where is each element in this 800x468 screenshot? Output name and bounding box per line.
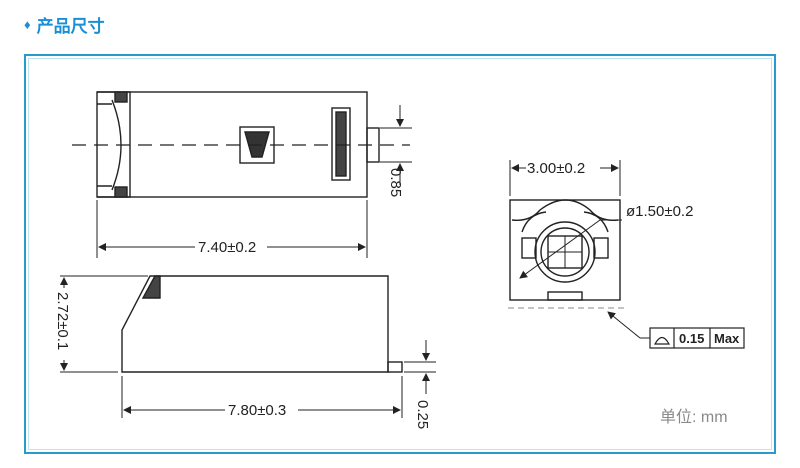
profile-of-surface-icon [653,336,671,345]
dim-diameter: ø1.50±0.2 [626,203,693,220]
side-view [60,275,436,418]
top-view [72,91,412,258]
dim-height-side: 2.72±0.1 [54,292,71,350]
top-view-contact [331,107,351,181]
dim-width-front: 3.00±0.2 [527,160,585,177]
diamond-bullet-icon: ♦ [24,17,31,32]
dim-length-top: 7.40±0.2 [198,239,256,256]
dim-foot-side: 0.25 [414,400,431,429]
front-view-lens [534,221,596,283]
section-heading: ♦ 产品尺寸 [24,12,105,37]
dim-height-top: 0.85 [387,168,404,197]
tolerance-frame [649,327,745,349]
front-view-lens-inner [540,227,590,277]
side-view-body [121,275,389,373]
dim-length-side: 7.80±0.3 [228,402,286,419]
tolerance-max: Max [714,331,740,346]
drawing-frame [24,54,776,454]
unit-label: 单位: mm [660,409,728,426]
side-view-foot [387,361,403,373]
section-title: 产品尺寸 [36,17,105,36]
front-view [508,160,650,339]
tolerance-value: 0.15 [679,331,704,346]
